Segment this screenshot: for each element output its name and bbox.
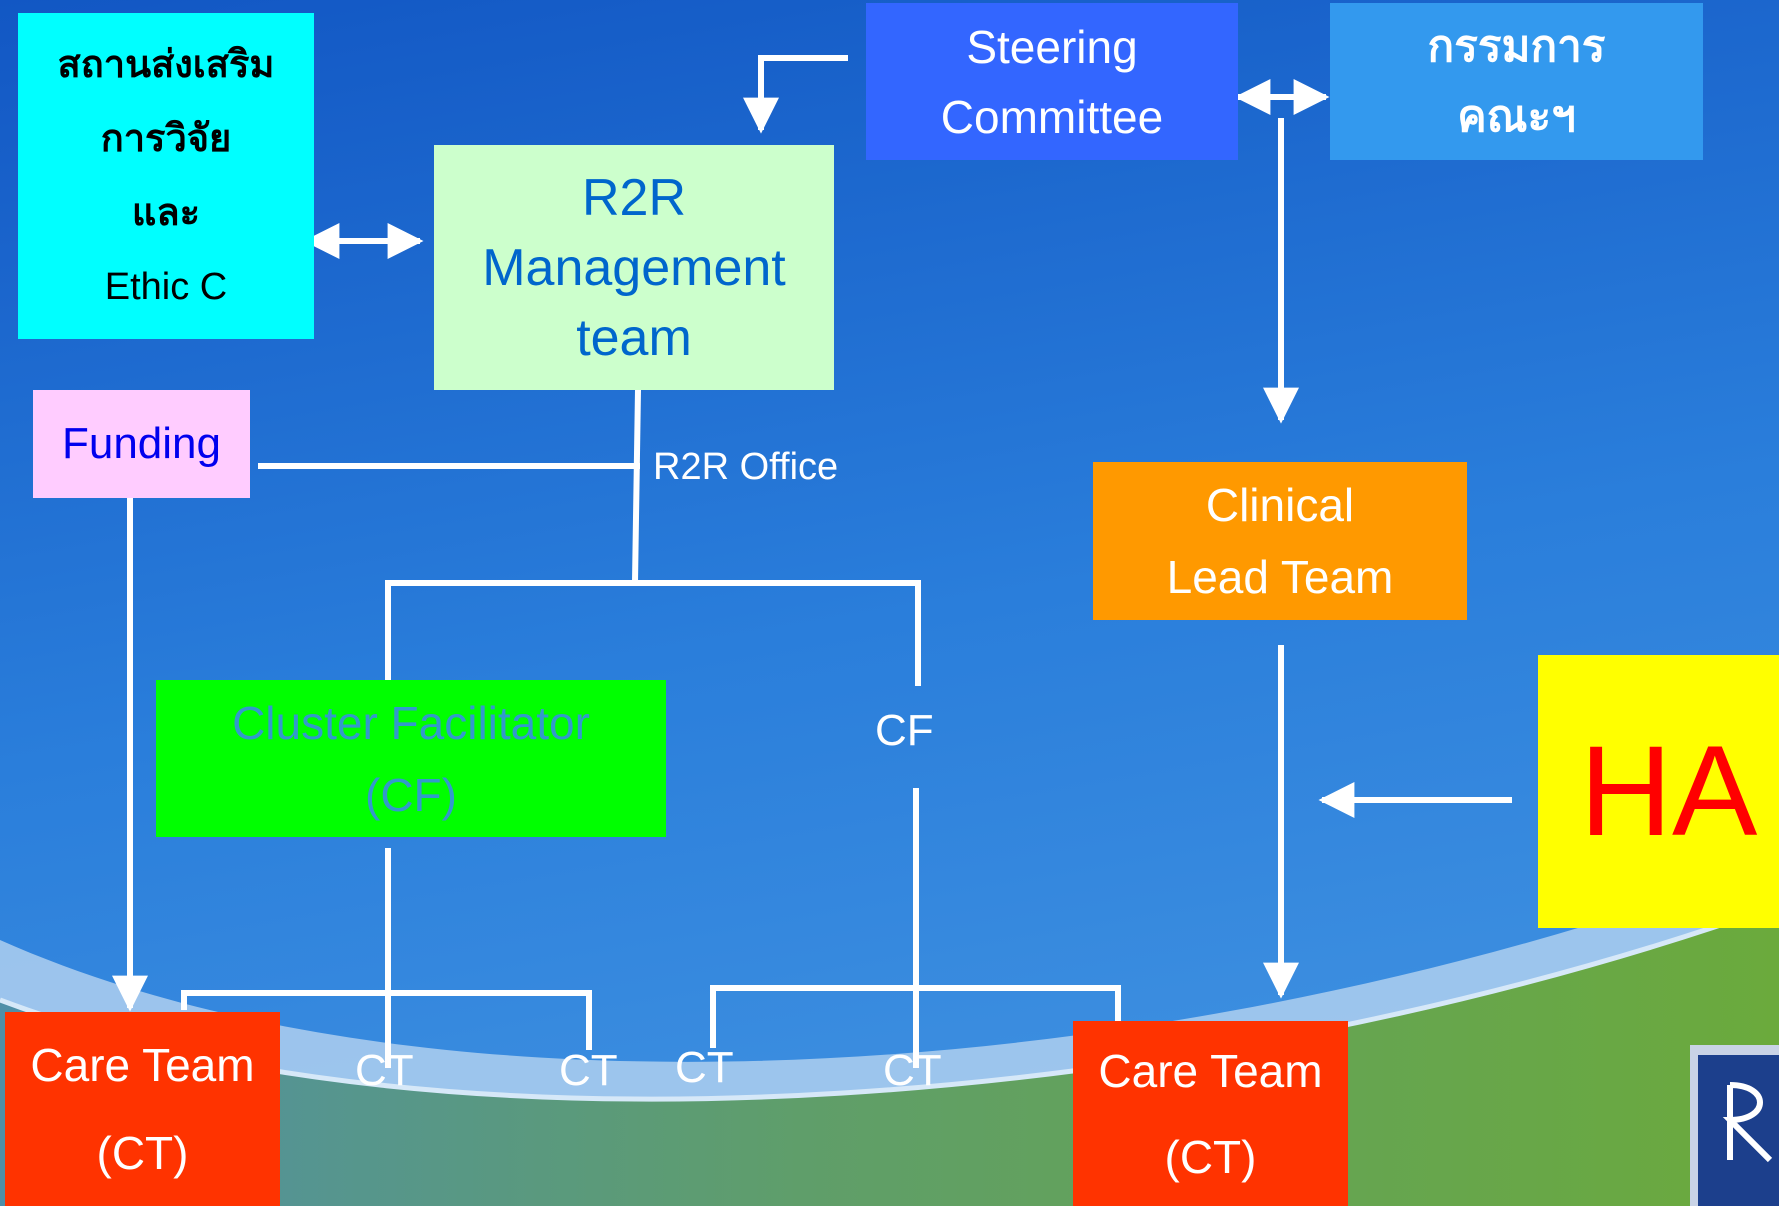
ct-label: CT: [559, 1046, 618, 1095]
cluster-facilitator-box: Cluster Facilitator (CF): [156, 680, 666, 837]
box-line: (CF): [365, 768, 457, 821]
box-line: Management: [482, 238, 786, 297]
box-line: (CT): [1164, 1130, 1257, 1183]
funding-box: Funding: [33, 390, 250, 498]
cf-label: CF: [875, 706, 934, 755]
box-line: Committee: [940, 90, 1164, 143]
care-team-right-box: Care Team (CT): [1073, 1021, 1348, 1206]
box-line: คณะฯ: [1457, 91, 1576, 141]
ha-box: HA: [1538, 655, 1779, 928]
box-line: R2R: [581, 168, 687, 227]
box-line: Care Team: [1098, 1044, 1323, 1097]
faculty-committee-box: กรรมการ คณะฯ: [1330, 3, 1703, 160]
box-line: HA: [1579, 719, 1758, 863]
ct-label: CT: [355, 1046, 414, 1095]
ct-label: CT: [675, 1043, 734, 1092]
box-line: สถานส่งเสริม: [57, 44, 275, 86]
r2r-management-team-box: R2R Management team: [434, 145, 834, 390]
box-line: Funding: [61, 419, 221, 468]
research-promotion-ethics-box: สถานส่งเสริม การวิจัย และ Ethic C: [18, 13, 314, 339]
steering-committee-box: Steering Committee: [866, 3, 1238, 160]
care-team-left-box: Care Team (CT): [5, 1012, 280, 1206]
clinical-lead-team-box: Clinical Lead Team: [1093, 462, 1467, 620]
box-line: Care Team: [30, 1039, 255, 1091]
box-line: การวิจัย: [100, 118, 232, 160]
box-line: กรรมการ: [1427, 21, 1606, 71]
box-line: team: [576, 308, 692, 367]
box-line: Steering: [966, 20, 1138, 73]
box-line: (CT): [96, 1127, 189, 1179]
box-line: Cluster Facilitator: [232, 696, 590, 749]
ct-label: CT: [883, 1046, 942, 1095]
r2r-logo-icon: [1690, 1045, 1779, 1206]
box-line: Lead Team: [1166, 551, 1394, 603]
box-line: Ethic C: [104, 266, 228, 308]
r2r-office-label: R2R Office: [653, 446, 839, 488]
box-line: Clinical: [1205, 479, 1355, 531]
box-line: และ: [131, 192, 201, 234]
